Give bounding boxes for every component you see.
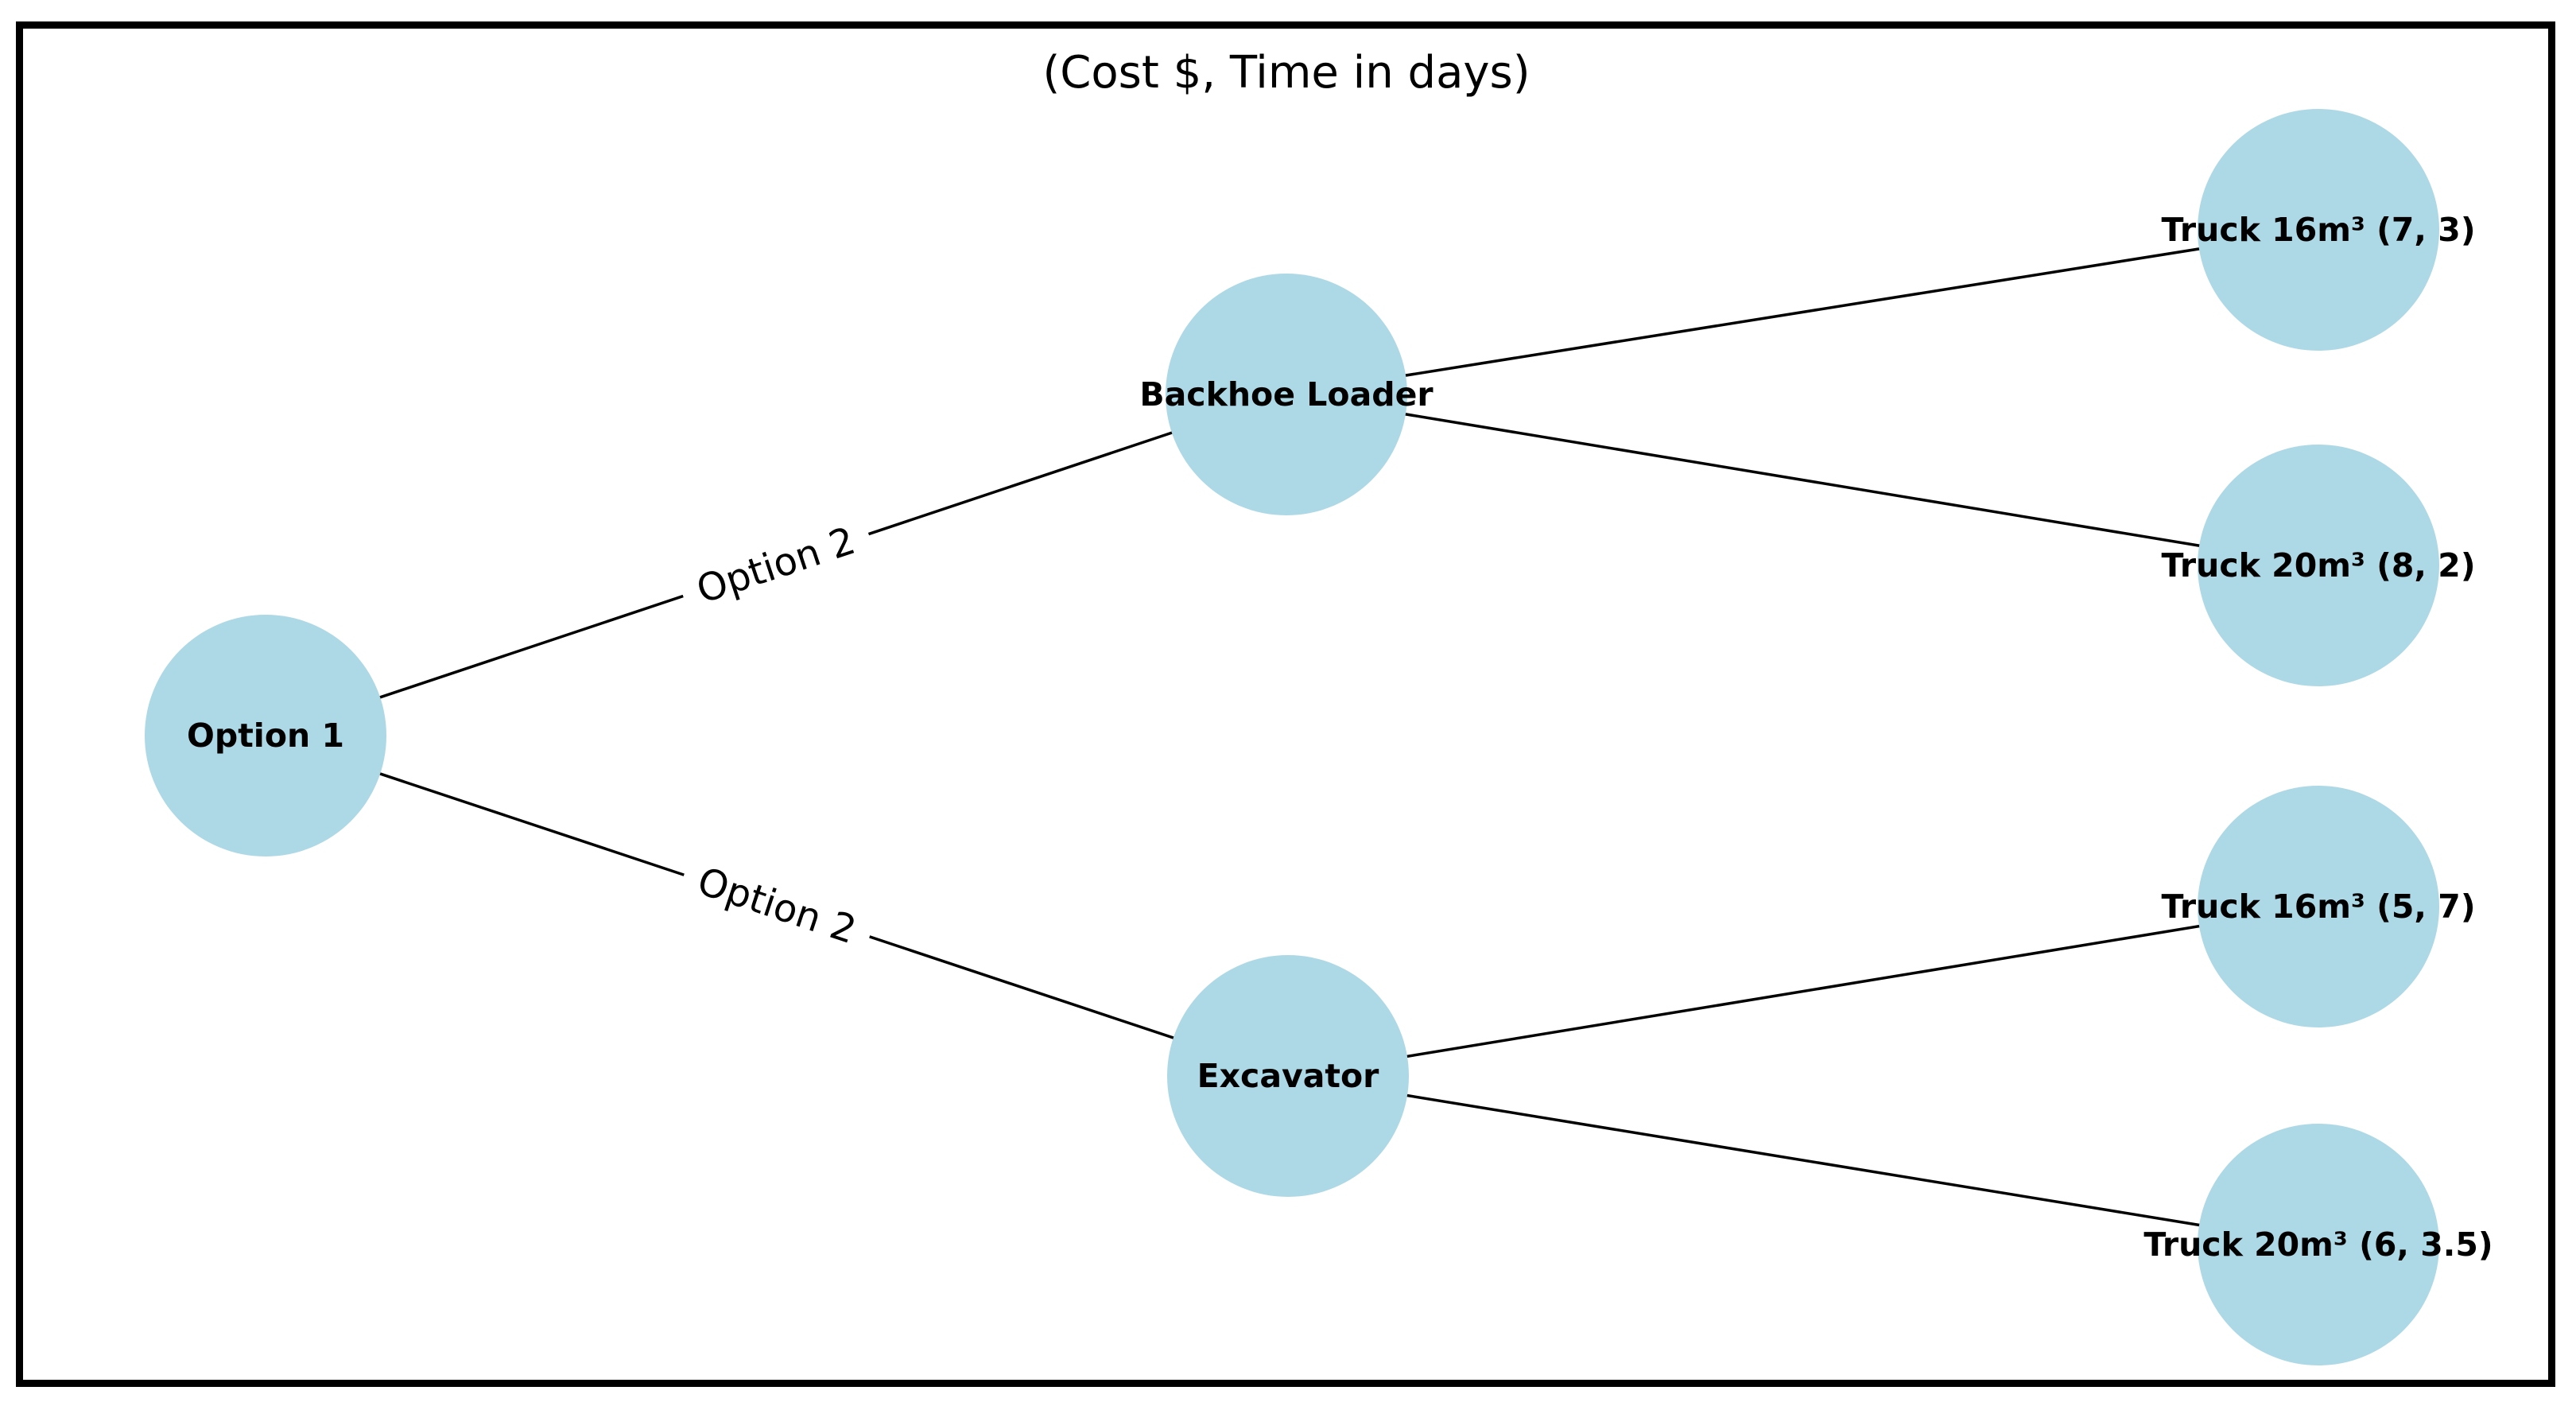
edge-backhoe-loader-truck-16-backhoe — [1286, 228, 2319, 396]
node-truck-20-backhoe: Truck 20m³ (8, 2) — [2161, 445, 2476, 686]
figure-title: (Cost $, Time in days) — [1042, 47, 1530, 99]
node-truck-16-backhoe: Truck 16m³ (7, 3) — [2161, 109, 2476, 351]
node-excavator: Excavator — [1167, 955, 1409, 1197]
node-option1: Option 1 — [145, 615, 386, 856]
node-label-excavator: Excavator — [1197, 1057, 1379, 1095]
node-truck-16-excav: Truck 16m³ (5, 7) — [2161, 786, 2476, 1027]
node-backhoe-loader: Backhoe Loader — [1139, 274, 1433, 515]
node-truck-20-excav: Truck 20m³ (6, 3.5) — [2143, 1124, 2493, 1365]
node-label-option1: Option 1 — [186, 717, 345, 755]
node-label-truck-20-excav: Truck 20m³ (6, 3.5) — [2143, 1225, 2493, 1264]
node-label-truck-16-backhoe: Truck 16m³ (7, 3) — [2161, 211, 2476, 249]
edge-excavator-truck-20-excav — [1287, 1074, 2319, 1246]
node-label-truck-20-backhoe: Truck 20m³ (8, 2) — [2161, 546, 2476, 585]
edge-excavator-truck-16-excav — [1287, 905, 2319, 1078]
node-label-backhoe-loader: Backhoe Loader — [1139, 375, 1433, 414]
edge-backhoe-loader-truck-20-backhoe — [1286, 393, 2319, 567]
node-label-truck-16-excav: Truck 16m³ (5, 7) — [2161, 887, 2476, 926]
